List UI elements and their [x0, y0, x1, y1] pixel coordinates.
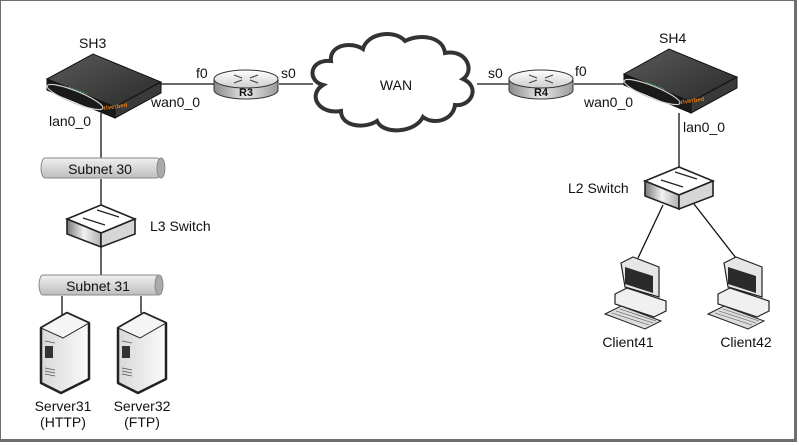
r3-f0-interface-label: f0	[196, 65, 208, 81]
sh4-label: SH4	[659, 30, 686, 46]
router-r3[interactable]	[213, 69, 279, 100]
client-42-label: Client42	[720, 334, 772, 350]
subnet-31-segment[interactable]	[38, 274, 164, 296]
sh3-lan-interface-label: lan0_0	[49, 113, 91, 129]
l3-switch-label: L3 Switch	[150, 218, 211, 234]
link-l2switch-client41	[637, 204, 664, 259]
server-32-role: (FTP)	[124, 414, 160, 430]
wan-cloud[interactable]	[310, 32, 475, 133]
l3-switch[interactable]	[64, 204, 138, 249]
sh4-wan-interface-label: wan0_0	[583, 94, 633, 110]
l2-switch[interactable]	[642, 166, 716, 211]
client-41[interactable]	[603, 256, 667, 330]
client-42[interactable]	[706, 256, 770, 330]
r4-s0-interface-label: s0	[488, 65, 503, 81]
link-l2switch-client42	[693, 203, 737, 259]
r3-label: R3	[239, 87, 253, 99]
steelhead-sh3[interactable]: riverbed	[45, 53, 163, 119]
wan-label: WAN	[380, 77, 412, 93]
riverbed-logo: riverbed	[103, 103, 128, 112]
subnet-30-segment[interactable]	[40, 157, 166, 179]
router-r4[interactable]	[508, 69, 574, 100]
r4-label: R4	[534, 87, 549, 99]
server-32-label: Server32	[114, 398, 171, 414]
client-41-label: Client41	[602, 334, 654, 350]
server-31[interactable]	[39, 311, 91, 395]
links	[61, 83, 737, 317]
subnet-31-label: Subnet 31	[66, 278, 130, 294]
riverbed-logo: riverbed	[680, 97, 705, 106]
l2-switch-label: L2 Switch	[568, 180, 629, 196]
subnet-30-label: Subnet 30	[68, 161, 132, 177]
server-31-role: (HTTP)	[40, 414, 86, 430]
server-32[interactable]	[116, 311, 168, 395]
r4-f0-interface-label: f0	[575, 63, 587, 79]
server-31-label: Server31	[35, 398, 92, 414]
sh3-wan-interface-label: wan0_0	[150, 94, 200, 110]
sh4-lan-interface-label: lan0_0	[683, 119, 725, 135]
steelhead-sh4[interactable]: riverbed	[622, 48, 739, 114]
sh3-label: SH3	[79, 35, 106, 51]
r3-s0-interface-label: s0	[281, 65, 296, 81]
